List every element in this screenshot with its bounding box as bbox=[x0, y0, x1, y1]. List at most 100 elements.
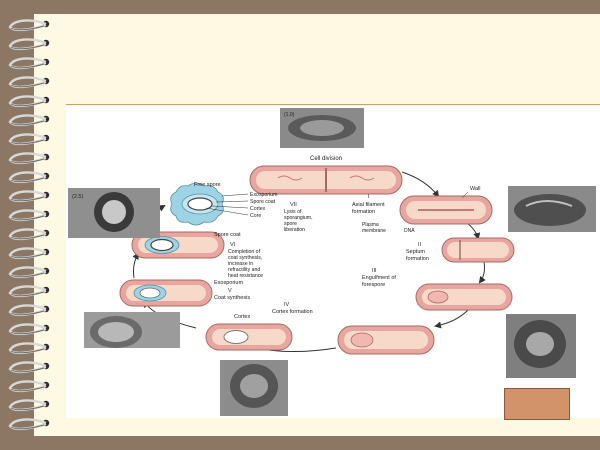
stage-2-label: Septum bbox=[406, 249, 425, 255]
stage-3-label-2: forespore bbox=[362, 282, 385, 288]
cortex-iv-label: Cortex bbox=[234, 314, 250, 320]
spiral-ring bbox=[8, 209, 47, 222]
spiral-ring-shadow bbox=[10, 25, 45, 31]
stage-2-label-2: formation bbox=[406, 256, 429, 262]
stage-5-number: V bbox=[228, 288, 232, 294]
stage-6-label: Completion of bbox=[228, 249, 261, 255]
exosporium-label: Exosporium bbox=[250, 192, 277, 198]
stage-4-number: IV bbox=[284, 302, 290, 308]
micrograph-right-bottom bbox=[506, 314, 576, 378]
stage-5-cell bbox=[119, 279, 213, 307]
spiral-ring bbox=[8, 228, 47, 241]
spore-coat-vi-label: Spore coat bbox=[214, 232, 241, 238]
stage-1-number: I bbox=[368, 194, 370, 200]
spiral-ring bbox=[8, 190, 47, 203]
spiral-ring bbox=[8, 38, 47, 51]
spiral-ring-shadow bbox=[10, 405, 45, 411]
spiral-ring bbox=[8, 114, 47, 127]
cell-division-cell bbox=[249, 165, 403, 195]
core-label: Core bbox=[250, 213, 261, 219]
spiral-ring bbox=[8, 399, 47, 412]
spiral-ring bbox=[8, 152, 47, 165]
cortex-label: Cortex bbox=[250, 206, 266, 212]
spiral-ring-shadow bbox=[10, 291, 45, 297]
free-spore-leader-lines bbox=[205, 193, 249, 216]
spiral-ring-shadow bbox=[10, 158, 45, 164]
spiral-ring-shadow bbox=[10, 44, 45, 50]
free-spore-label: Free spore bbox=[194, 182, 221, 188]
spiral-ring-shadow bbox=[10, 82, 45, 88]
stage-7-label-2: sporangium, bbox=[284, 215, 313, 221]
spiral-ring bbox=[8, 323, 47, 336]
stage-7-label-3: spore bbox=[284, 221, 297, 227]
micrograph-left-tag: (2.5) bbox=[72, 194, 83, 200]
stage-6-label-5: heat resistance bbox=[228, 273, 263, 279]
spiral-ring-shadow bbox=[10, 63, 45, 69]
stage-6-label-3: increase in bbox=[228, 261, 253, 267]
spiral-ring bbox=[8, 380, 47, 393]
spiral-ring-shadow bbox=[10, 253, 45, 259]
micrograph-right-top bbox=[508, 186, 596, 232]
spiral-ring bbox=[8, 285, 47, 298]
title-divider bbox=[66, 104, 600, 105]
micrograph-left-top bbox=[68, 188, 160, 238]
spore-coat-label: Spore coat bbox=[250, 199, 276, 205]
sporulation-diagram: Cell division I Axial filament formation… bbox=[66, 106, 600, 418]
exosporium-v-label: Exosporium bbox=[214, 280, 243, 286]
stage-6-cell bbox=[131, 231, 225, 259]
spiral-ring-shadow bbox=[10, 348, 45, 354]
stage-7-label-4: liberation bbox=[284, 227, 305, 233]
spiral-ring-shadow bbox=[10, 367, 45, 373]
spiral-ring bbox=[8, 361, 47, 374]
spiral-ring bbox=[8, 76, 47, 89]
spiral-ring-shadow bbox=[10, 196, 45, 202]
spiral-ring bbox=[8, 57, 47, 70]
stage-4b-cell bbox=[205, 323, 293, 351]
stage-7-number: VII bbox=[290, 202, 297, 208]
stage-3-cell bbox=[415, 283, 513, 311]
spiral-ring-shadow bbox=[10, 329, 45, 335]
spiral-ring-shadow bbox=[10, 310, 45, 316]
spiral-ring bbox=[8, 133, 47, 146]
spiral-ring-shadow bbox=[10, 386, 45, 392]
stage-4-label: Cortex formation bbox=[272, 309, 313, 315]
micrograph-bottom bbox=[220, 360, 288, 416]
stage-1-label: Axial filament bbox=[352, 202, 385, 208]
spiral-ring bbox=[8, 418, 47, 431]
spiral-ring bbox=[8, 266, 47, 279]
free-spore bbox=[170, 182, 224, 226]
micrograph-top bbox=[280, 108, 364, 148]
spiral-ring-shadow bbox=[10, 120, 45, 126]
stage-4-cell bbox=[337, 325, 435, 355]
stage-5-label: Coat synthesis bbox=[214, 295, 250, 301]
wall-label: Wall bbox=[470, 186, 481, 192]
spiral-ring bbox=[8, 95, 47, 108]
dna-label: DNA bbox=[404, 228, 415, 234]
plasma-membrane-label: Plasma bbox=[362, 222, 379, 228]
stage-3-number: III bbox=[372, 268, 377, 274]
spiral-ring-shadow bbox=[10, 101, 45, 107]
stage-1-cell bbox=[399, 195, 493, 225]
corner-box bbox=[504, 388, 570, 420]
spiral-ring-shadow bbox=[10, 234, 45, 240]
stage-cell-division-label: Cell division bbox=[310, 156, 342, 162]
spiral-ring bbox=[8, 171, 47, 184]
spiral-ring-shadow bbox=[10, 424, 45, 430]
micrograph-top-tag: (1.0) bbox=[284, 112, 295, 118]
spiral-ring-shadow bbox=[10, 177, 45, 183]
micrograph-left-bottom bbox=[84, 312, 180, 348]
stage-2-number: II bbox=[418, 242, 422, 248]
stage-6-number: VI bbox=[230, 242, 236, 248]
plasma-membrane-label-2: membrane bbox=[362, 228, 386, 234]
stage-6-label-2: coat synthesis, bbox=[228, 255, 262, 261]
spiral-ring bbox=[8, 247, 47, 260]
spiral-ring bbox=[8, 304, 47, 317]
spiral-binding-icon bbox=[8, 19, 50, 431]
stage-7-label: Lysis of bbox=[284, 209, 302, 215]
spiral-ring-shadow bbox=[10, 139, 45, 145]
stage-6-label-4: refractility and bbox=[228, 267, 260, 273]
spiral-ring bbox=[8, 19, 47, 32]
spiral-ring-shadow bbox=[10, 272, 45, 278]
spiral-ring-shadow bbox=[10, 215, 45, 221]
spiral-ring bbox=[8, 342, 47, 355]
